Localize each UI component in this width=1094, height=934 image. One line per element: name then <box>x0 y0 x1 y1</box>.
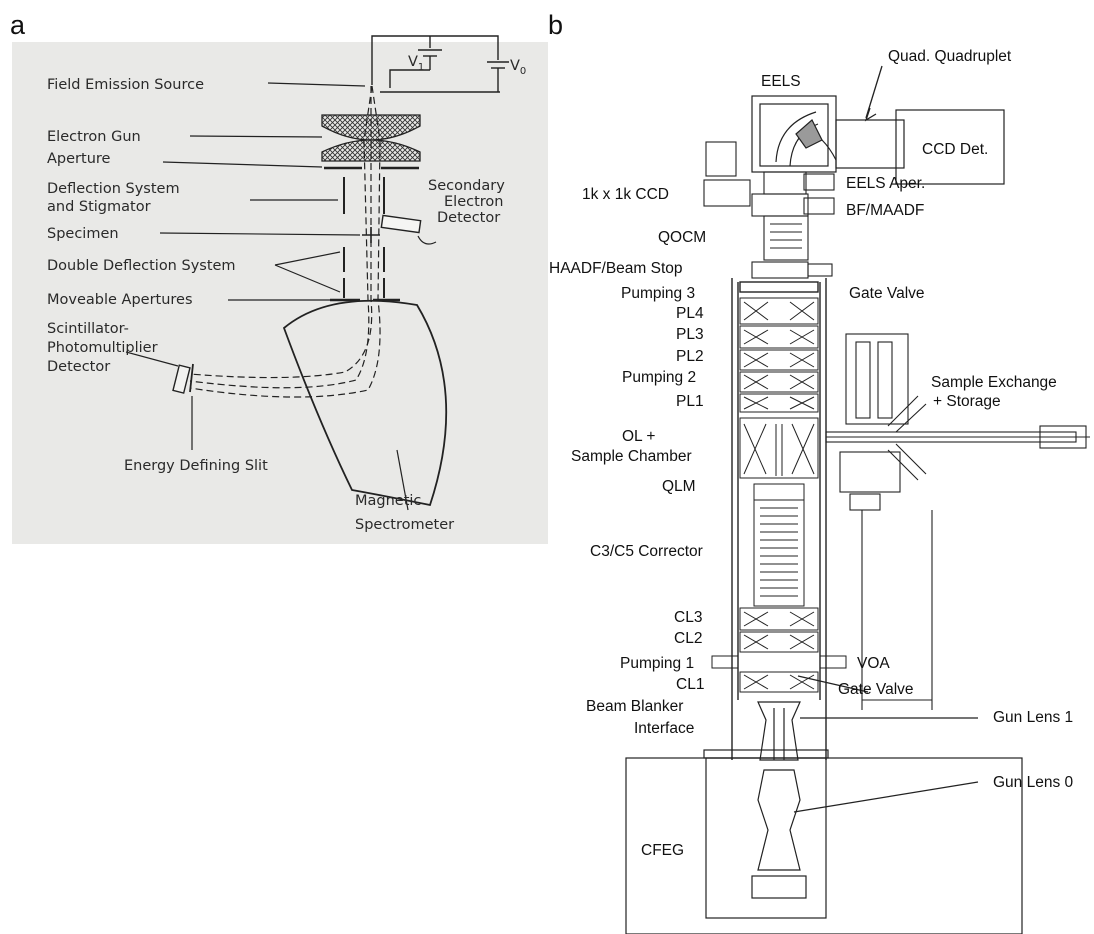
label-sample-exchange-line1: Sample Exchange <box>931 374 1057 391</box>
objective-lens <box>740 418 818 478</box>
label-beam-blanker-line1: Beam Blanker <box>586 698 683 715</box>
label-deflection-line2: and Stigmator <box>47 199 151 215</box>
label-eels-aper: EELS Aper. <box>846 175 925 192</box>
ccd-1k-box-top <box>706 142 736 176</box>
panel-a-letter: a <box>10 10 26 40</box>
label-ol-line1: OL + <box>622 428 655 445</box>
c3c5-corrector <box>754 484 804 606</box>
label-deflection-line1: Deflection System <box>47 181 180 197</box>
ccd-1k-box <box>704 180 750 206</box>
label-scint-line1: Scintillator- <box>47 321 129 337</box>
label-energy-slit: Energy Defining Slit <box>124 458 268 474</box>
label-haadf: HAADF/Beam Stop <box>549 260 683 277</box>
projector-lenses <box>740 298 818 412</box>
label-moveable-apertures: Moveable Apertures <box>47 292 193 308</box>
label-qlm: QLM <box>662 478 696 495</box>
label-double-deflection: Double Deflection System <box>47 258 236 274</box>
label-gate-valve-bottom: Gate Valve <box>838 681 914 698</box>
eels-aperture-assembly <box>752 172 834 216</box>
label-eels: EELS <box>761 73 801 90</box>
panel-b-letter: b <box>548 10 563 40</box>
label-cfeg: CFEG <box>641 842 684 859</box>
label-secondary-line1: Secondary <box>428 178 505 194</box>
panel-b-diagram: Quad. Quadruplet EELS CCD Det. EELS Aper… <box>549 48 1090 934</box>
label-ol-line2: Sample Chamber <box>571 448 692 465</box>
label-field-emission-source: Field Emission Source <box>47 77 204 93</box>
label-aperture: Aperture <box>47 151 111 167</box>
label-pl1: PL1 <box>676 393 704 410</box>
qocm-column <box>752 216 832 278</box>
eels-spectrometer <box>752 96 836 172</box>
label-scint-line3: Detector <box>47 359 110 375</box>
label-cl2: CL2 <box>674 630 702 647</box>
label-pl4: PL4 <box>676 305 704 322</box>
label-magnetic-line2: Spectrometer <box>355 517 454 533</box>
label-gun-lens1: Gun Lens 1 <box>993 709 1073 726</box>
label-quad-quadruplet: Quad. Quadruplet <box>888 48 1012 65</box>
label-cl1: CL1 <box>676 676 704 693</box>
label-gate-valve-top: Gate Valve <box>849 285 925 302</box>
label-pumping3: Pumping 3 <box>621 285 695 302</box>
label-corrector: C3/C5 Corrector <box>590 543 703 560</box>
panel-a-diagram: V1 V0 <box>12 36 548 544</box>
label-sample-exchange-line2: + Storage <box>933 393 1001 410</box>
label-beam-blanker-line2: Interface <box>634 720 694 737</box>
label-gun-lens0: Gun Lens 0 <box>993 774 1074 791</box>
label-pl3: PL3 <box>676 326 704 343</box>
label-qocm: QOCM <box>658 229 706 246</box>
label-ccd-1k: 1k x 1k CCD <box>582 186 669 203</box>
label-scint-line2: Photomultiplier <box>47 340 158 356</box>
quad-quadruplet-box <box>836 120 904 168</box>
label-bf-maadf: BF/MAADF <box>846 202 924 219</box>
label-secondary-line2: Electron <box>444 194 503 210</box>
label-ccd-det: CCD Det. <box>922 141 988 158</box>
label-voa: VOA <box>857 655 890 672</box>
label-cl3: CL3 <box>674 609 702 626</box>
label-pumping2: Pumping 2 <box>622 369 696 386</box>
label-specimen: Specimen <box>47 226 119 242</box>
label-pl2: PL2 <box>676 348 704 365</box>
label-electron-gun: Electron Gun <box>47 129 141 145</box>
label-magnetic-line1: Magnetic <box>355 493 421 509</box>
label-secondary-line3: Detector <box>437 210 500 226</box>
label-pumping1: Pumping 1 <box>620 655 694 672</box>
